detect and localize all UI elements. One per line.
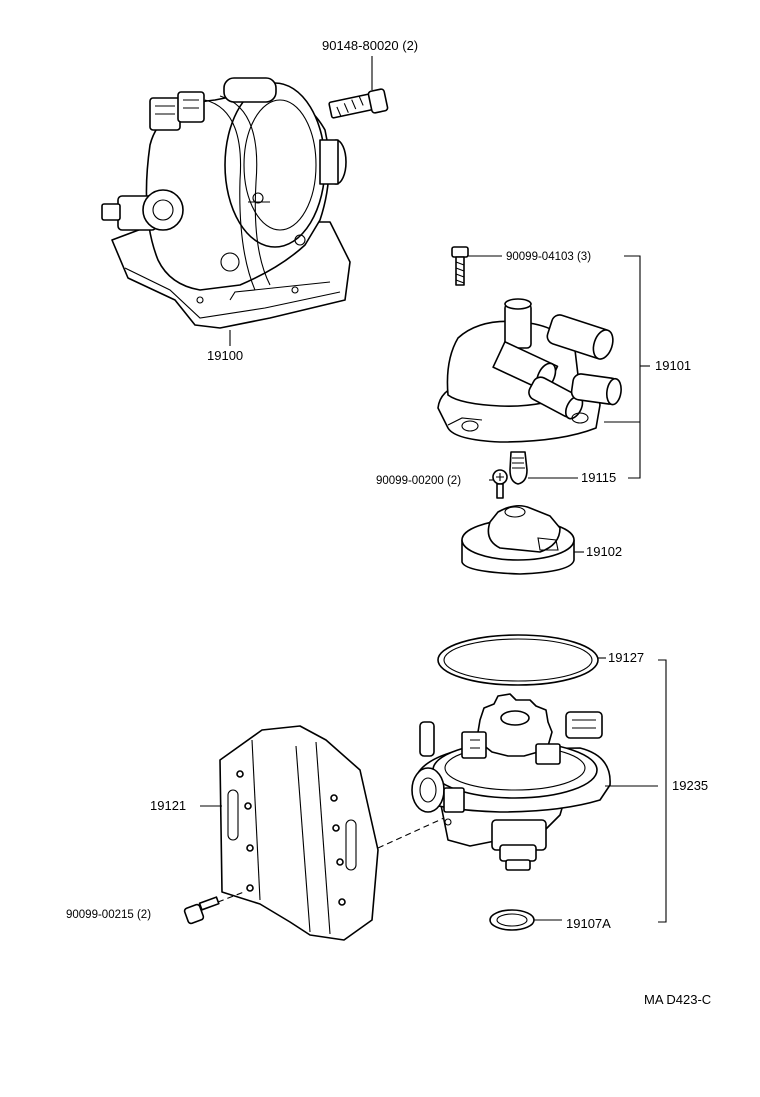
label-oring: 19127: [608, 650, 644, 665]
mounting-bracket[interactable]: [219, 725, 379, 941]
label-housing: 19235: [672, 778, 708, 793]
alignment-line-bolt: [217, 891, 245, 903]
alignment-line: [377, 817, 445, 849]
bolt-bracket[interactable]: [183, 896, 220, 925]
gasket[interactable]: [489, 909, 535, 931]
distributor-housing[interactable]: [411, 693, 611, 871]
bolt-top[interactable]: [328, 88, 389, 119]
label-carbon: 19115: [581, 470, 616, 485]
bracket-housing-group: [658, 659, 667, 923]
distributor-cap[interactable]: [437, 298, 623, 443]
label-screw-rotor: 90099-00200 (2): [376, 475, 461, 487]
label-gasket: 19107A: [566, 916, 611, 931]
label-bolt-top: 90148-80020 (2): [322, 38, 418, 53]
o-ring[interactable]: [437, 634, 599, 686]
distributor-assembly[interactable]: [101, 77, 351, 329]
label-bracket: 19121: [150, 798, 186, 813]
bracket-cap-group: [624, 255, 641, 479]
diagram-code: MA D423-C: [644, 992, 711, 1007]
label-cap: 19101: [655, 358, 691, 373]
label-rotor: 19102: [586, 544, 622, 559]
label-bolt-bracket: 90099-00215 (2): [66, 909, 151, 921]
rotor[interactable]: [461, 504, 575, 575]
label-distributor: 19100: [207, 348, 243, 363]
screw-rotor[interactable]: [492, 469, 508, 499]
label-screw-cap: 90099-04103 (3): [506, 251, 591, 263]
screw-cap[interactable]: [451, 246, 469, 286]
carbon-brush[interactable]: [509, 451, 528, 485]
